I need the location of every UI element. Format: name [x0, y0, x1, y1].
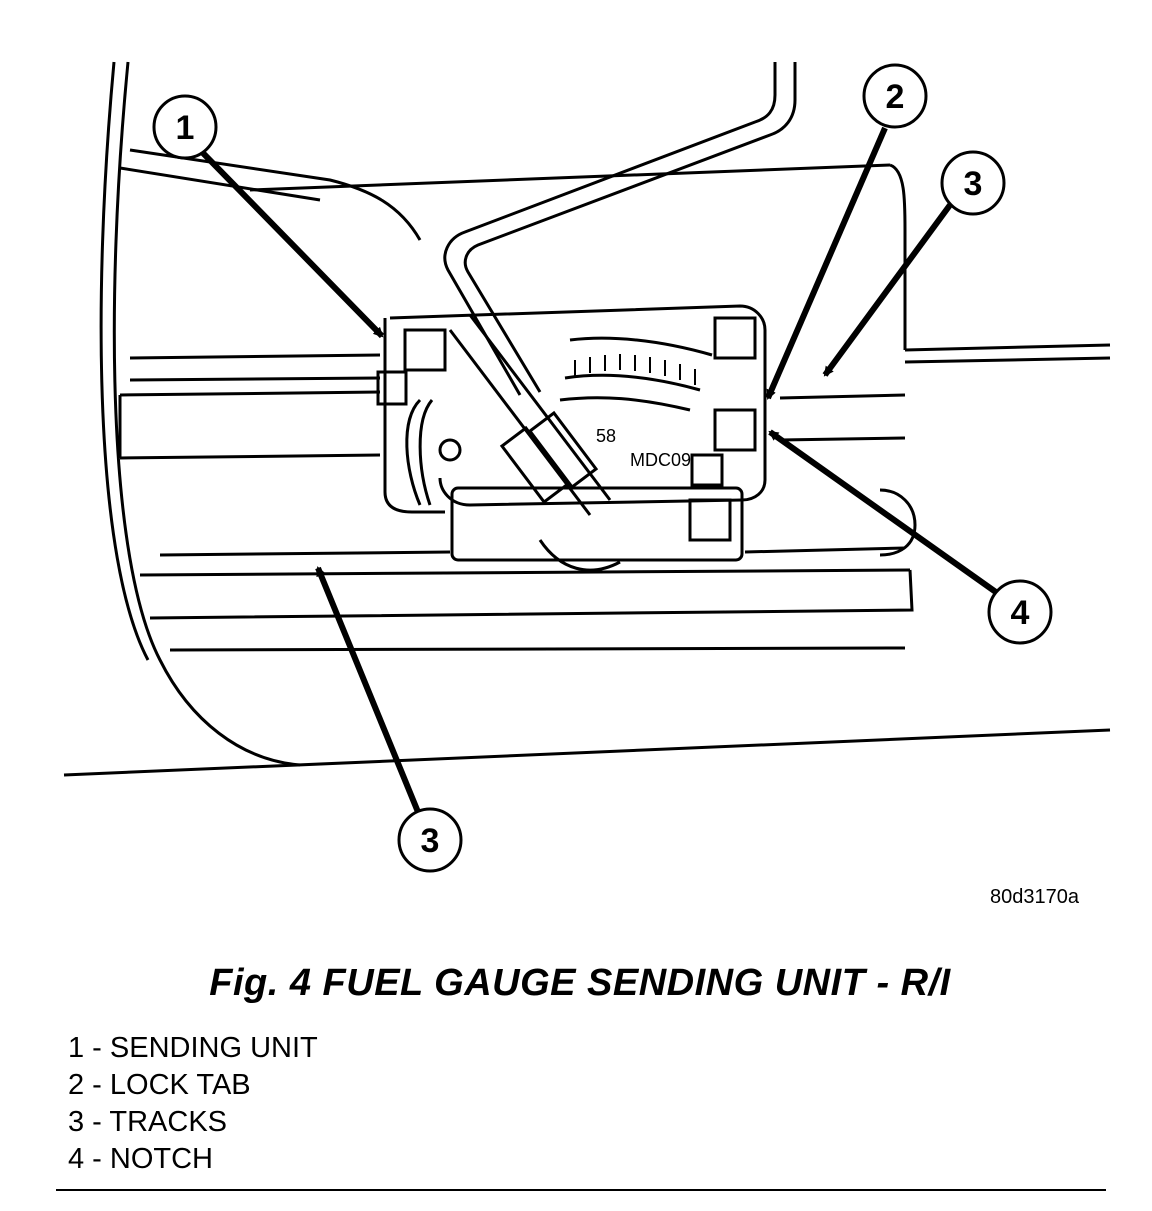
- sending-unit-illustration: 58 MDC09 1 2 3 4 3: [63, 61, 1111, 873]
- callout-1-number: 1: [176, 109, 195, 147]
- legend-item: 1 - SENDING UNIT: [68, 1032, 318, 1064]
- arrow-to-track-upper: [822, 203, 953, 377]
- figure-code: 80d3170a: [990, 886, 1079, 908]
- arrow-to-lock-tab: [765, 126, 888, 400]
- callout-3-upper: 3: [940, 150, 1006, 216]
- legend-item: 3 - TRACKS: [68, 1106, 228, 1138]
- figure-title: Fig. 4 FUEL GAUGE SENDING UNIT - R/I: [209, 962, 951, 1004]
- float-arm: [448, 314, 612, 516]
- callout-3-lower: 3: [397, 807, 463, 873]
- legend-item: 2 - LOCK TAB: [68, 1069, 251, 1101]
- callout-3-upper-number: 3: [964, 165, 983, 203]
- callout-1: 1: [152, 94, 218, 160]
- dial-number: 58: [596, 426, 616, 446]
- dial-part-code: MDC09: [630, 450, 691, 470]
- arrow-to-track-lower: [315, 566, 421, 814]
- sending-unit-body: [376, 304, 767, 572]
- bottom-rule: [56, 1189, 1106, 1191]
- legend-item: 4 - NOTCH: [68, 1143, 213, 1175]
- callout-2-number: 2: [886, 78, 905, 116]
- callout-3-lower-number: 3: [421, 822, 440, 860]
- fuel-line-tube: [443, 62, 797, 396]
- dial-scale: [574, 354, 696, 385]
- legend-list: 1 - SENDING UNIT 2 - LOCK TAB 3 - TRACKS…: [68, 1030, 318, 1178]
- arrow-to-sending-unit: [197, 147, 385, 339]
- callout-4-number: 4: [1011, 594, 1030, 632]
- arrow-to-notch: [768, 429, 1002, 598]
- callout-4: 4: [987, 579, 1053, 645]
- leader-arrows: [197, 126, 1002, 814]
- callout-2: 2: [862, 63, 928, 129]
- fuel-tank-outline: [63, 61, 1111, 777]
